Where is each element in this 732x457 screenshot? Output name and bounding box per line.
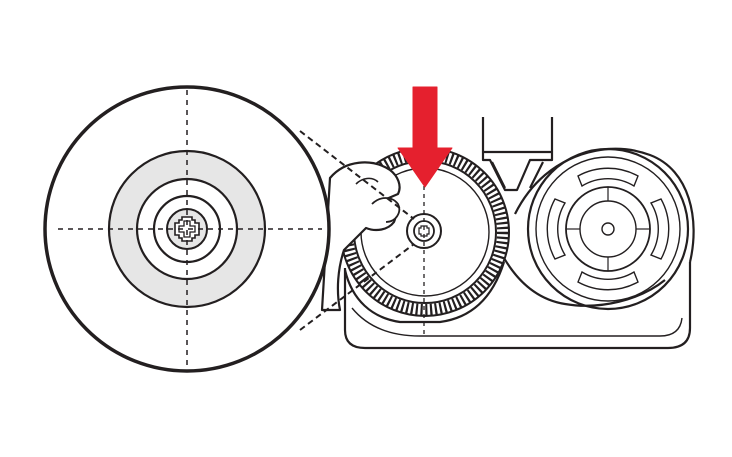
tape-cassette-icon (343, 117, 695, 350)
finger-icon (320, 161, 401, 312)
right-spool-icon (526, 147, 690, 311)
down-arrow-icon (397, 86, 453, 188)
zoom-cone-lines (299, 130, 415, 331)
magnified-screw-hub-icon (43, 85, 331, 373)
